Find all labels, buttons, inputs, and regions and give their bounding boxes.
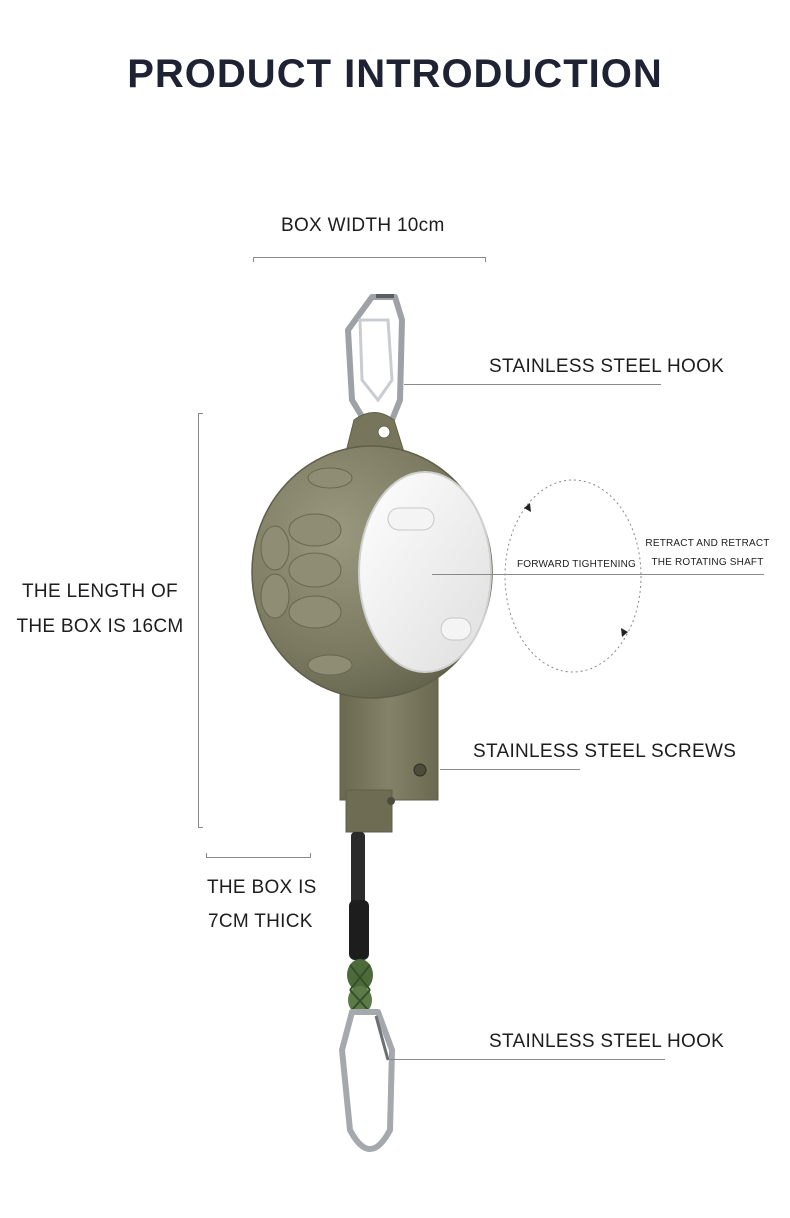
- screws-label: STAINLESS STEEL SCREWS: [473, 741, 737, 762]
- bottom-hook-graphic: [339, 1009, 395, 1152]
- box-thickness-tick-right: [310, 853, 311, 858]
- screws-leader-line: [440, 769, 580, 770]
- box-width-label: BOX WIDTH 10cm: [281, 215, 445, 236]
- box-thickness-label-line1: THE BOX IS: [207, 877, 317, 898]
- box-length-label-line1: THE LENGTH OF: [22, 581, 178, 602]
- box-length-dimension-line: [198, 413, 199, 828]
- box-width-tick-left: [253, 257, 254, 262]
- box-thickness-dimension-line: [206, 857, 311, 858]
- page-title: PRODUCT INTRODUCTION: [127, 52, 663, 96]
- top-hook-graphic: [345, 294, 405, 434]
- retract-label-line2: THE ROTATING SHAFT: [651, 557, 764, 568]
- rope-knot-graphic: [347, 959, 373, 1014]
- hook-bottom-leader-line: [390, 1059, 665, 1060]
- retract-label-line1: RETRACT AND RETRACT: [645, 538, 770, 549]
- box-thickness-label-line2: 7CM THICK: [208, 911, 313, 932]
- shaft-leader-line: [432, 574, 764, 575]
- box-length-tick-top: [198, 413, 203, 414]
- box-thickness-tick-left: [206, 853, 207, 858]
- forward-tightening-label: FORWARD TIGHTENING: [517, 559, 636, 570]
- top-hook-label: STAINLESS STEEL HOOK: [489, 356, 725, 377]
- bottom-hook-label: STAINLESS STEEL HOOK: [489, 1031, 725, 1052]
- box-length-label-line2: THE BOX IS 16CM: [16, 616, 184, 637]
- hook-top-leader-line: [404, 384, 661, 385]
- box-width-tick-right: [485, 257, 486, 262]
- box-length-tick-bottom: [198, 827, 203, 828]
- box-width-dimension-line: [253, 257, 486, 258]
